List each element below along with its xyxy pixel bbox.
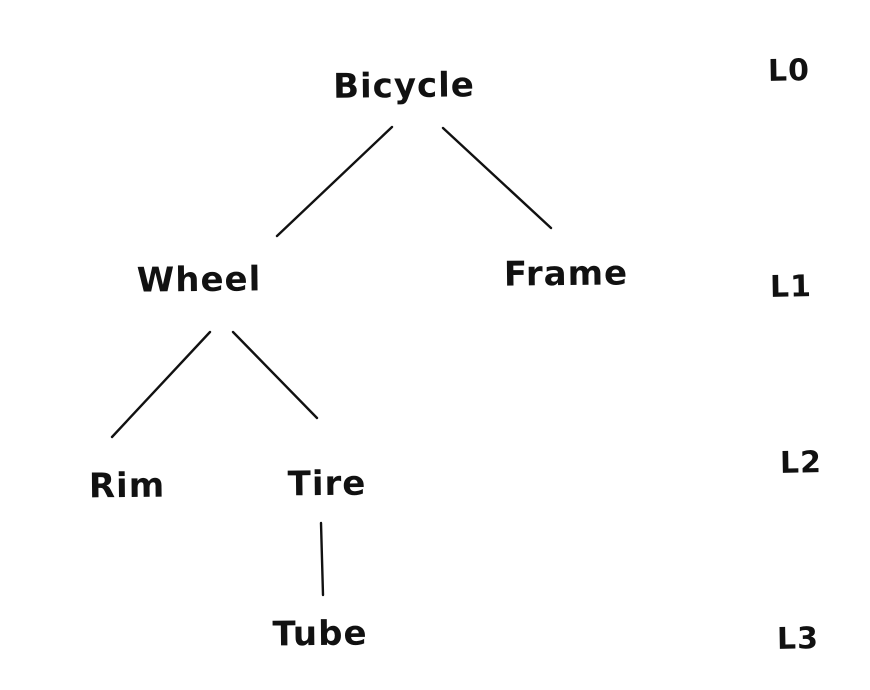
node-frame: Frame — [503, 253, 629, 295]
node-tube: Tube — [272, 613, 368, 655]
level-label-l3: L3 — [776, 621, 820, 657]
node-tire: Tire — [287, 463, 367, 505]
edge-wheel-rim — [110, 330, 212, 439]
node-bicycle: Bicycle — [332, 65, 476, 107]
node-wheel: Wheel — [136, 259, 262, 301]
node-rim: Rim — [88, 465, 166, 507]
edge-bicycle-frame — [441, 126, 553, 230]
level-label-l1: L1 — [769, 269, 813, 305]
edge-wheel-tire — [231, 330, 319, 420]
level-label-l0: L0 — [767, 53, 811, 89]
level-label-l2: L2 — [779, 445, 823, 481]
edge-tire-tube — [319, 521, 325, 597]
edge-bicycle-wheel — [275, 125, 394, 238]
